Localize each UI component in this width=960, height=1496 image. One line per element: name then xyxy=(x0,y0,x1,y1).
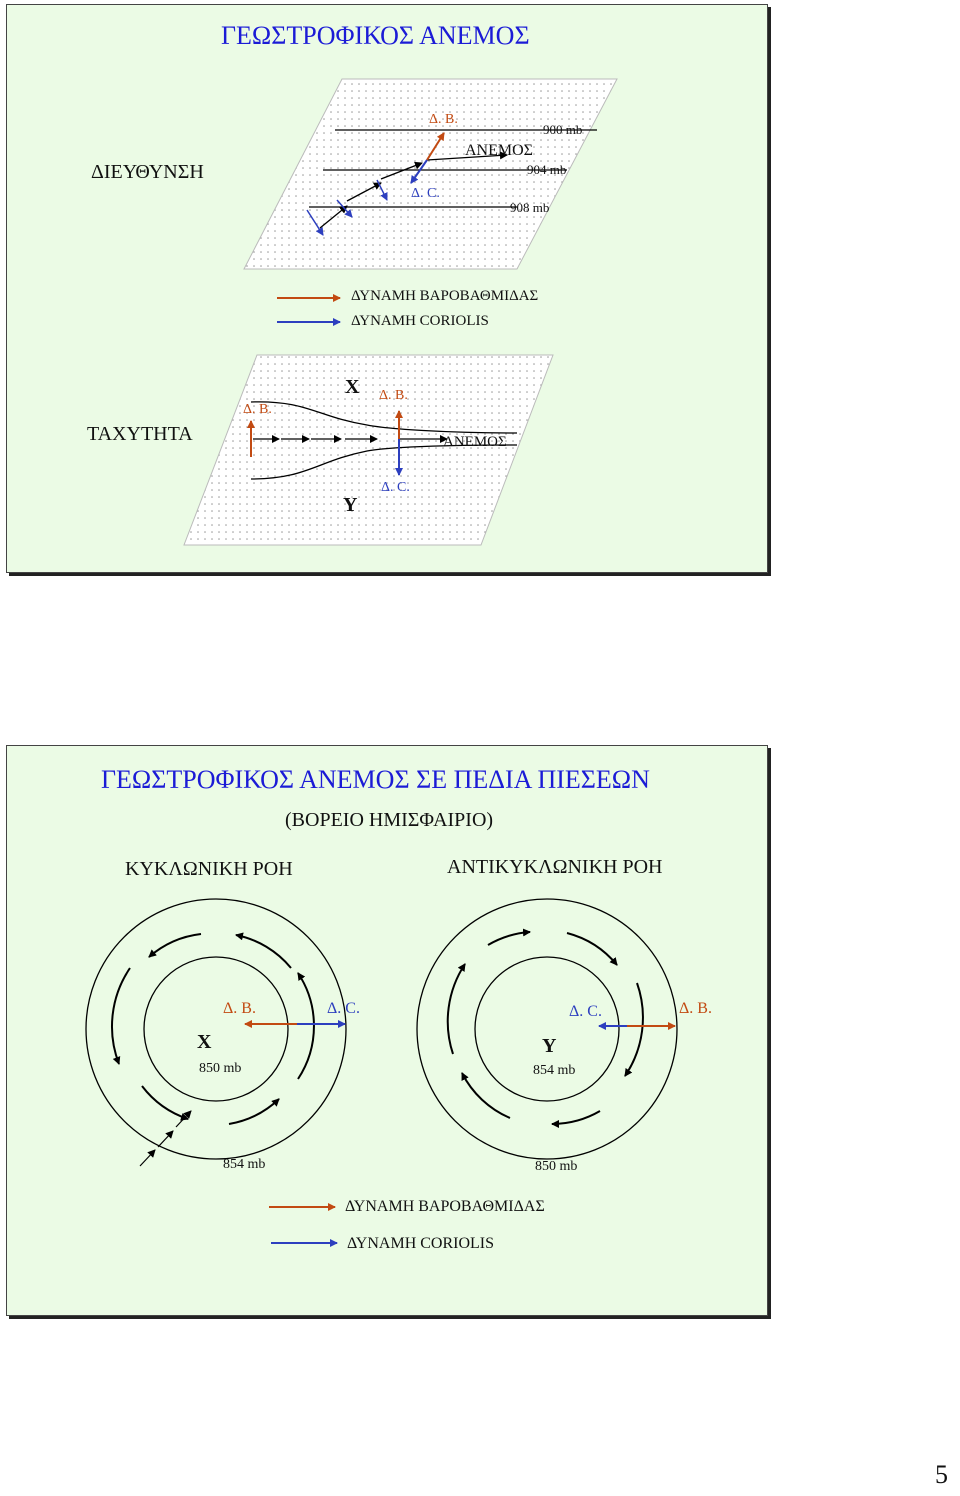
isobar-900-label: 900 mb xyxy=(543,122,583,137)
slide2-diagram xyxy=(85,898,678,1247)
slide2-title: ΓΕΩΣΤΡΟΦΙΚΟΣ ΑΝΕΜΟΣ ΣΕ ΠΕΔΙΑ ΠΙΕΣΕΩΝ xyxy=(101,765,650,794)
coriolis-force-arrow xyxy=(410,159,428,184)
slide1-title: ΓΕΩΣΤΡΟΦΙΚΟΣ ΑΝΕΜΟΣ xyxy=(221,21,530,50)
low-pressure-label: Χ xyxy=(345,376,360,398)
speed-pressure-force-left: Δ. Β. xyxy=(243,402,272,417)
anticyclonic-system xyxy=(416,898,678,1160)
pressure-force-label: Δ. Β. xyxy=(429,112,458,127)
legend2-pressure-label: ΔΥΝΑΜΗ ΒΑΡΟΒΑΘΜΙΔΑΣ xyxy=(345,1198,545,1215)
legend-pressure-label: ΔΥΝΑΜΗ ΒΑΡΟΒΑΘΜΙΔΑΣ xyxy=(351,288,539,304)
speed-coriolis-force: Δ. C. xyxy=(381,480,410,495)
cyclone-pressure-force: Δ. Β. xyxy=(223,1000,256,1017)
direction-panel xyxy=(243,78,618,270)
isobar-904-label: 904 mb xyxy=(527,162,567,177)
coriolis-force-label: Δ. C. xyxy=(411,186,440,201)
anticyclonic-flow-label: ΑΝΤΙΚΥΚΛΩΝΙΚΗ ΡΟΗ xyxy=(447,856,663,878)
cyclone-outer-isobar: 854 mb xyxy=(223,1157,266,1172)
anticyclone-inner-isobar: 854 mb xyxy=(533,1063,576,1078)
isobar-908-label: 908 mb xyxy=(510,200,550,215)
cyclone-center-label: Χ xyxy=(197,1031,212,1053)
cyclonic-flow-label: ΚΥΚΛΩΝΙΚΗ ΡΟΗ xyxy=(125,858,293,880)
slide-geostrophic-wind: ΓΕΩΣΤΡΟΦΙΚΟΣ ΑΝΕΜΟΣ ΔΙΕΥΘΥΝΣΗ Δ. Β. ΑΝΕΜ… xyxy=(6,4,768,573)
high-pressure-label: Υ xyxy=(343,494,358,516)
speed-wind-label: ΑΝΕΜΟΣ xyxy=(443,434,507,450)
speed-pressure-force: Δ. Β. xyxy=(379,388,408,403)
anticyclone-outer-isobar: 850 mb xyxy=(535,1159,578,1174)
anticyclone-coriolis-force: Δ. C. xyxy=(569,1003,602,1020)
anticyclone-pressure-force: Δ. Β. xyxy=(679,1000,712,1017)
slide1-diagram xyxy=(183,78,618,546)
speed-label: ΤΑΧΥΤΗΤΑ xyxy=(87,423,193,445)
speed-panel xyxy=(183,354,554,546)
direction-label: ΔΙΕΥΘΥΝΣΗ xyxy=(91,161,204,183)
page-number: 5 xyxy=(935,1460,948,1489)
slide2-subtitle: (ΒΟΡΕΙΟ ΗΜΙΣΦΑΙΡΙΟ) xyxy=(285,809,494,831)
legend2-coriolis-label: ΔΥΝΑΜΗ CORIOLIS xyxy=(347,1235,495,1252)
legend-coriolis-label: ΔΥΝΑΜΗ CORIOLIS xyxy=(351,313,489,329)
pressure-force-arrow xyxy=(426,132,445,161)
anticyclone-center-label: Υ xyxy=(542,1035,557,1057)
cyclone-inner-isobar: 850 mb xyxy=(199,1061,242,1076)
wind-label: ΑΝΕΜΟΣ xyxy=(465,142,533,159)
cyclone-coriolis-force: Δ. C. xyxy=(327,1000,360,1017)
slide-geostrophic-pressure-fields: ΓΕΩΣΤΡΟΦΙΚΟΣ ΑΝΕΜΟΣ ΣΕ ΠΕΔΙΑ ΠΙΕΣΕΩΝ (ΒΟ… xyxy=(6,745,768,1316)
cyclonic-system xyxy=(85,898,347,1167)
